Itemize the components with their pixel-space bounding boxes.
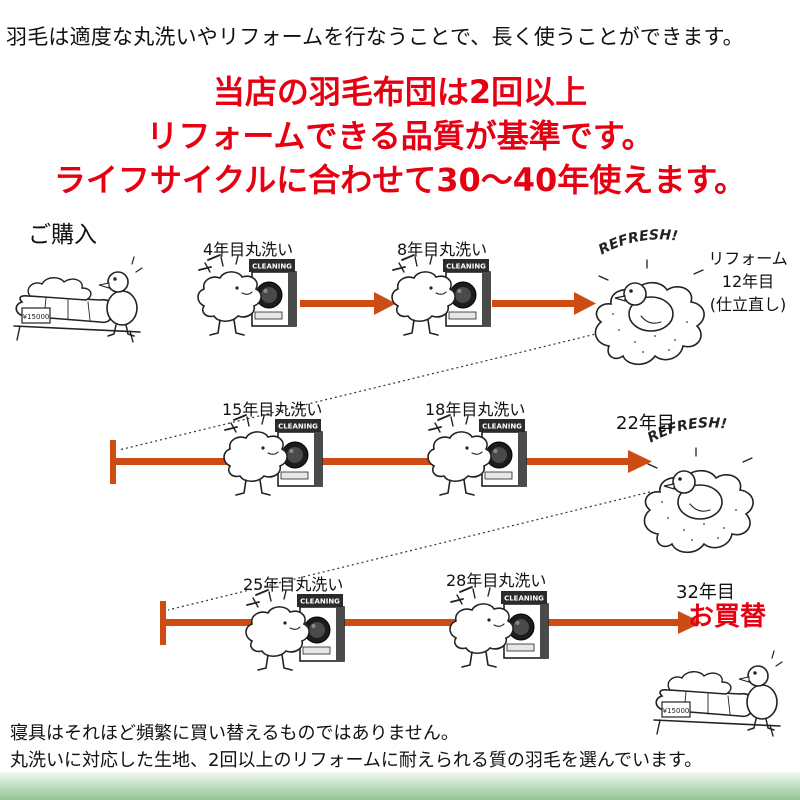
reform-line-2: 12年目 [721, 272, 775, 291]
footer-note-2: 丸洗いに対応した生地、2回以上のリフォームに耐えられる質の羽毛を選んでいます。 [10, 750, 703, 771]
intro-note: 羽毛は適度な丸洗いやリフォームを行なうことで、長く使うことができます。 [6, 25, 744, 49]
headline: 当店の羽毛布団は2回以上 リフォームできる品質が基準です。 ライフサイクルに合わ… [0, 70, 800, 202]
reform-line-1: リフォーム [708, 249, 788, 268]
replacement-duck-illustration [653, 650, 783, 737]
footer-note-1: 寝具はそれほど頻繁に買い替えるものではありません。 [10, 723, 459, 744]
refresh-duck-22y-illustration [641, 414, 757, 554]
reform-line-3: (仕立直し) [709, 295, 787, 314]
dotted-connector-row2-row3 [167, 491, 651, 611]
headline-line-3: ライフサイクルに合わせて30〜40年使えます。 [53, 161, 747, 199]
arrow-row1-step1 [300, 292, 396, 315]
year-22-label: 22年目 [616, 413, 675, 434]
arrow-row2 [110, 440, 652, 484]
footer-green-bar [0, 772, 800, 800]
headline-line-1: 当店の羽毛布団は2回以上 [212, 73, 588, 111]
step-label-4y: 4年目丸洗い [203, 240, 294, 259]
wash-machine-28y-icon [449, 586, 549, 668]
wash-machine-25y-icon [245, 589, 345, 671]
step-label-18y: 18年目丸洗い [425, 400, 526, 419]
wash-machine-8y-icon [391, 254, 491, 336]
step-label-28y: 28年目丸洗い [446, 571, 547, 590]
step-label-8y: 8年目丸洗い [397, 240, 488, 259]
purchase-duck-illustration [13, 256, 143, 343]
arrow-row3 [160, 601, 702, 645]
reform-label-block: リフォーム 12年目 (仕立直し) [700, 247, 796, 316]
step-label-15y: 15年目丸洗い [222, 400, 323, 419]
step-label-25y: 25年目丸洗い [243, 575, 344, 594]
wash-machine-18y-icon [427, 414, 527, 496]
year-32-label: 32年目 [676, 582, 735, 603]
arrow-row1-step2 [492, 292, 596, 315]
purchase-label: ご購入 [28, 222, 97, 248]
wash-machine-4y-icon [197, 254, 297, 336]
wash-machine-15y-icon [223, 414, 323, 496]
dotted-connector-row1-row2 [118, 331, 605, 451]
refresh-duck-12y-illustration [592, 226, 708, 366]
buy-replacement-label: お買替 [688, 602, 767, 632]
timeline-arrows [110, 292, 702, 645]
headline-line-2: リフォームできる品質が基準です。 [146, 117, 654, 155]
